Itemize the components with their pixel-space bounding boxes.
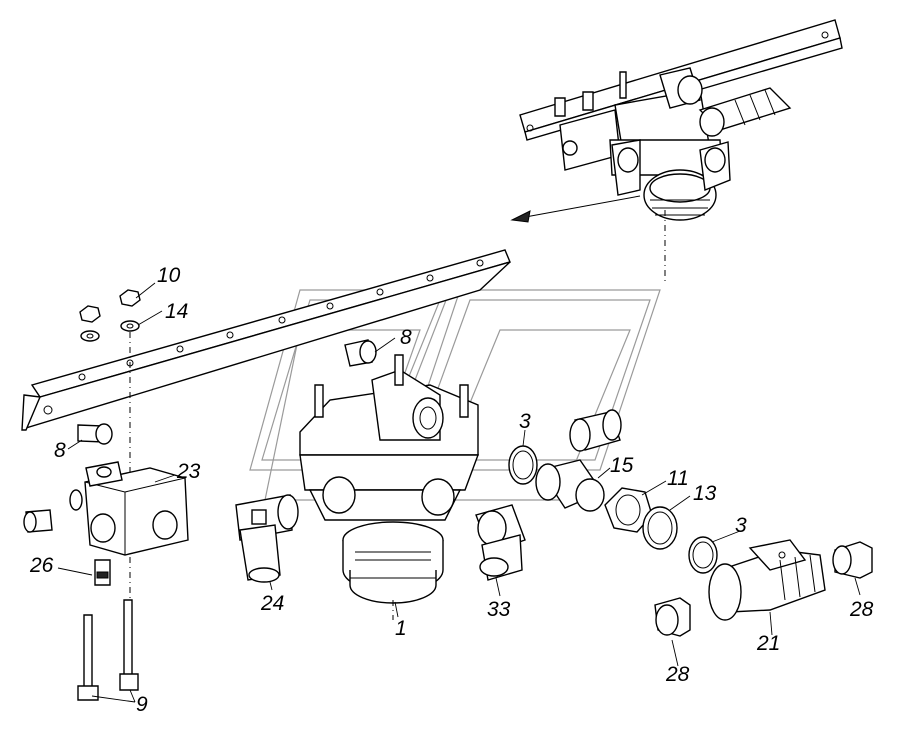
- fitting-26: [23, 509, 111, 586]
- label-23: 23: [176, 460, 201, 483]
- washer-13: [642, 506, 678, 550]
- callout-labels: 10 14 8 8 23 26 9 24 1 33 3 15 11 13 3 2…: [29, 264, 874, 716]
- bolt-8-top: [344, 339, 377, 367]
- fitting-33: [475, 504, 526, 581]
- label-26: 26: [29, 554, 54, 577]
- label-9: 9: [136, 693, 148, 716]
- coupling-21: [708, 539, 826, 621]
- label-8-top: 8: [400, 326, 412, 349]
- washer-14: [80, 320, 140, 342]
- bolt-9: [77, 599, 139, 701]
- label-1: 1: [395, 617, 407, 640]
- block-23: [69, 461, 189, 556]
- fitting-28-right: [832, 541, 873, 579]
- label-3-lower: 3: [735, 514, 747, 537]
- label-3-upper: 3: [519, 410, 531, 433]
- label-15: 15: [610, 454, 634, 477]
- label-24: 24: [260, 592, 284, 615]
- label-28-right: 28: [849, 598, 874, 621]
- direction-arrow: [519, 195, 641, 219]
- label-13: 13: [693, 482, 717, 505]
- o-ring-3-lower: [688, 536, 718, 574]
- label-8-left: 8: [54, 439, 66, 462]
- label-21: 21: [756, 632, 780, 655]
- arrow-head: [510, 210, 531, 223]
- label-33: 33: [487, 598, 511, 621]
- o-ring-3-upper: [508, 445, 538, 485]
- valve-1: [299, 354, 480, 620]
- label-14: 14: [165, 300, 188, 323]
- mounting-bracket: [21, 249, 511, 431]
- fitting-28-bottom: [654, 597, 691, 637]
- bolt-8-left: [77, 423, 113, 445]
- fitting-24: [235, 494, 299, 583]
- label-28-bottom: 28: [665, 663, 690, 686]
- fitting-15: [535, 459, 605, 512]
- label-11: 11: [667, 467, 689, 490]
- fitting-upper: [569, 409, 622, 452]
- nut-10: [79, 289, 141, 323]
- label-10: 10: [157, 264, 181, 287]
- assembled-view: [519, 19, 843, 285]
- leader-lines: [57, 282, 861, 703]
